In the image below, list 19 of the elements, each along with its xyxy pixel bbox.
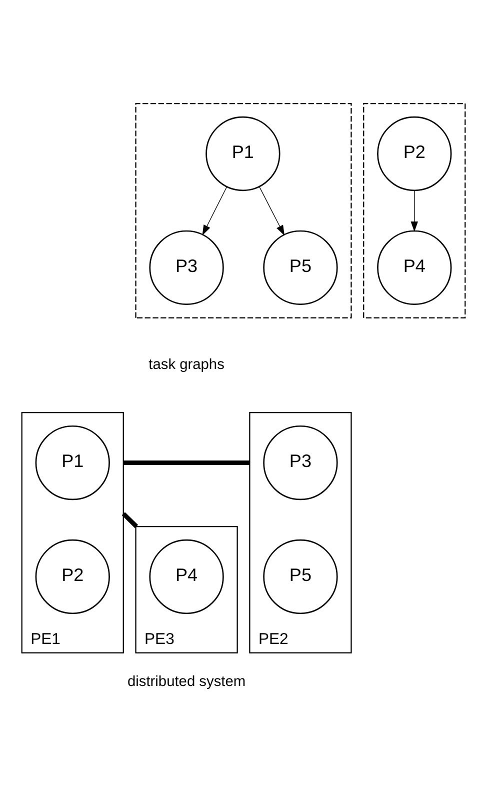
node-circle: P3 — [149, 230, 224, 304]
label: distributed system — [127, 674, 246, 690]
label: task graphs — [148, 356, 224, 373]
connector — [122, 512, 138, 528]
arrow — [258, 186, 285, 236]
node-circle: P1 — [35, 424, 110, 500]
cluster — [135, 102, 352, 318]
node-circle: P5 — [263, 538, 338, 614]
node-circle: P1 — [206, 116, 280, 191]
cluster — [363, 102, 466, 318]
node-circle: P2 — [35, 538, 110, 614]
node-circle: P2 — [377, 116, 452, 191]
arrow — [202, 186, 228, 235]
node-circle: P3 — [263, 424, 338, 500]
connector — [123, 460, 250, 465]
arrow — [410, 190, 418, 232]
node-circle: P4 — [149, 538, 224, 614]
node-circle: P4 — [377, 230, 452, 304]
node-circle: P5 — [263, 230, 338, 304]
